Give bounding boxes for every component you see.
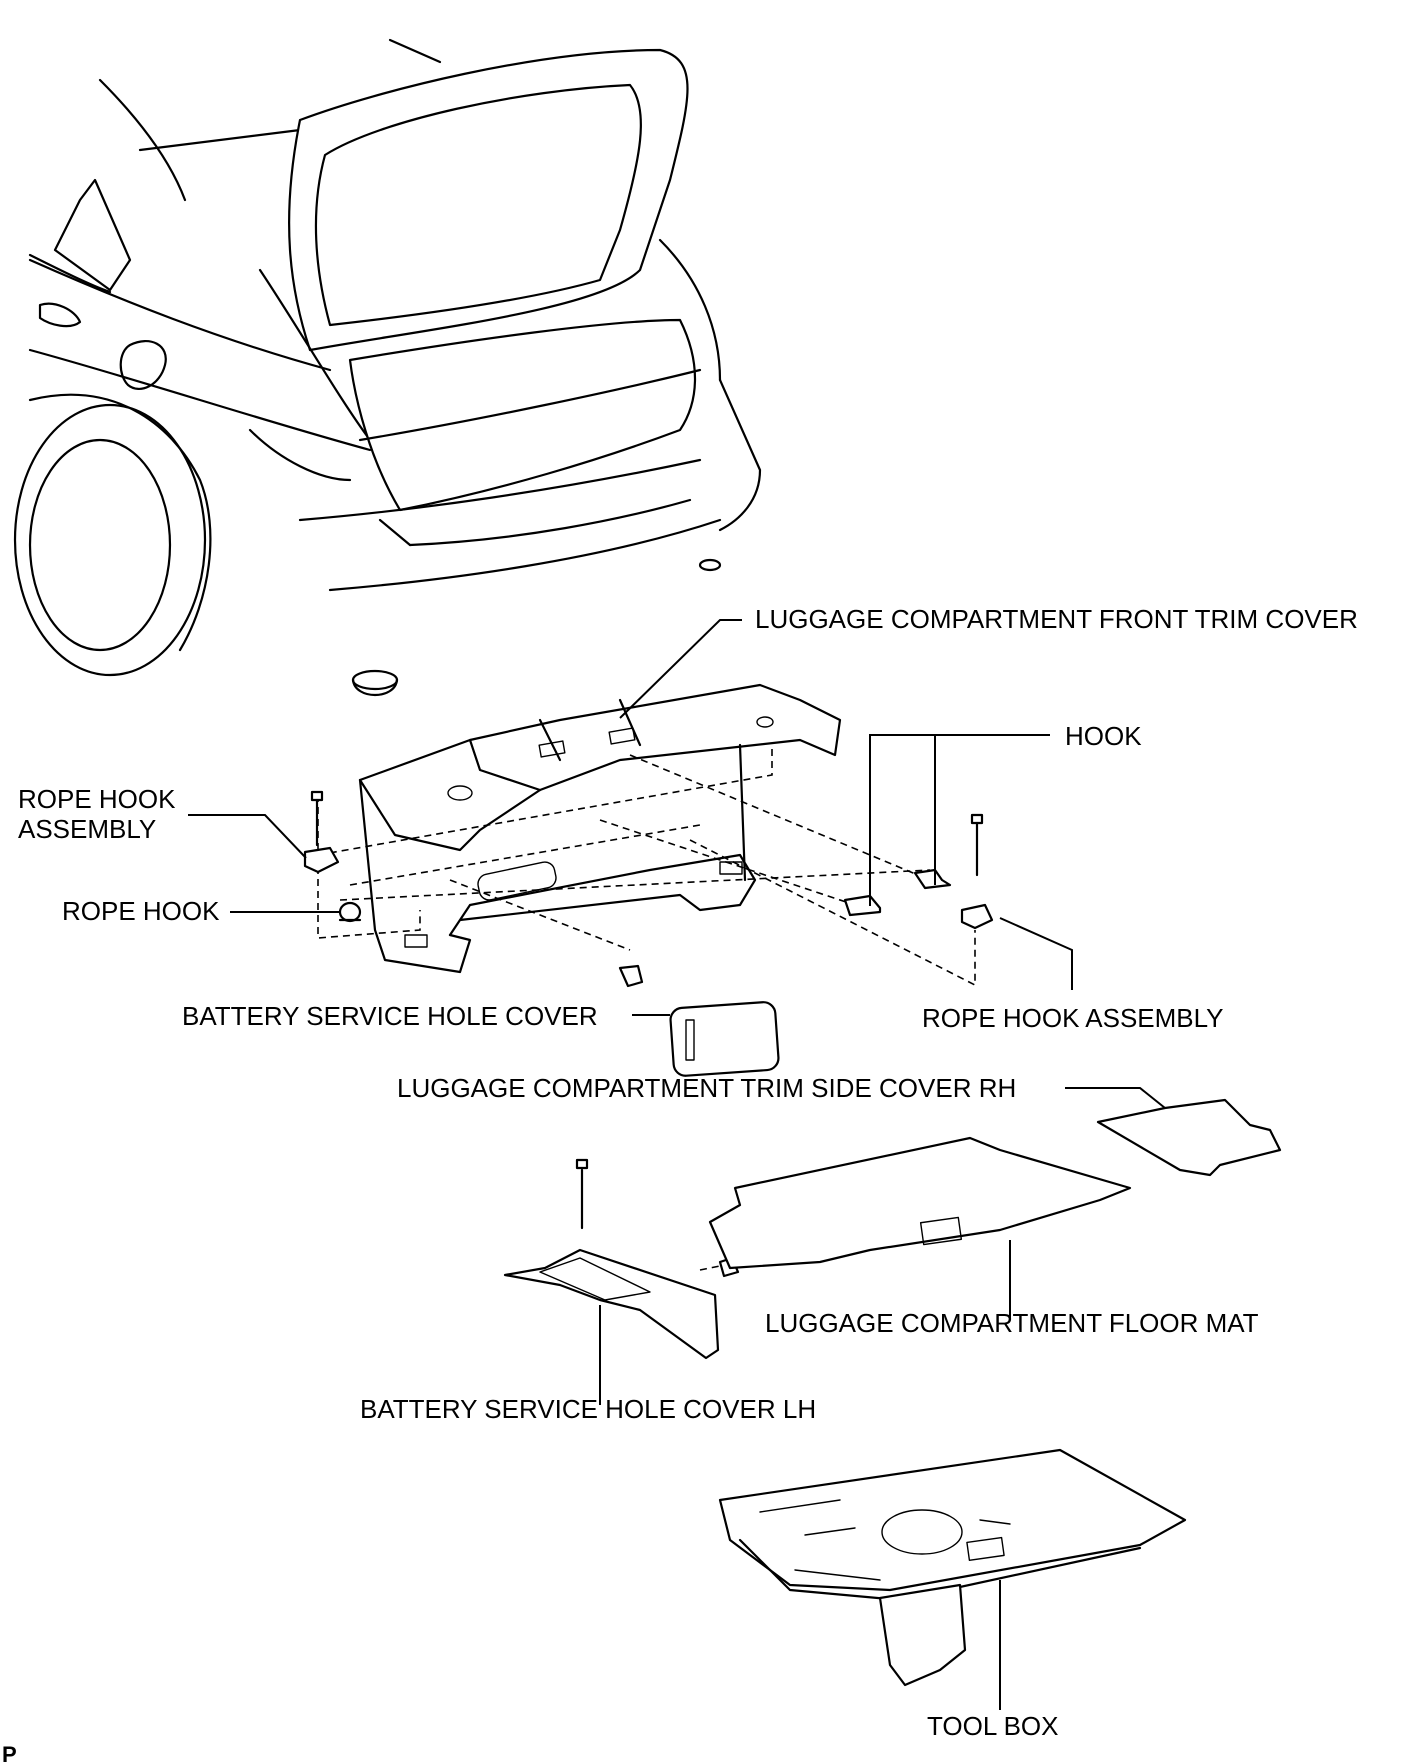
- label-floor-mat: LUGGAGE COMPARTMENT FLOOR MAT: [765, 1308, 1259, 1338]
- vehicle-rear-illustration: [13, 38, 762, 696]
- label-front-trim-cover: LUGGAGE COMPARTMENT FRONT TRIM COVER: [755, 604, 1358, 634]
- label-rope-hook-assembly-right: ROPE HOOK ASSEMBLY: [922, 1003, 1224, 1033]
- leader-lines: [188, 619, 1166, 1710]
- installation-dashed-lines: [317, 745, 976, 987]
- front-trim-cover-part: [358, 683, 842, 974]
- figure-code: P: [2, 1742, 17, 1763]
- label-rope-hook: ROPE HOOK: [62, 896, 220, 926]
- label-hook: HOOK: [1065, 721, 1142, 751]
- label-battery-service-hole-cover: BATTERY SERVICE HOLE COVER: [182, 1001, 598, 1031]
- battery-service-hole-cover-lh-part: [503, 1248, 720, 1360]
- label-tool-box: TOOL BOX: [927, 1711, 1059, 1741]
- labels: LUGGAGE COMPARTMENT FRONT TRIM COVER HOO…: [2, 604, 1358, 1763]
- fastener-parts: [303, 790, 994, 1278]
- tool-box-part: [718, 1448, 1187, 1687]
- floor-mat-part: [708, 1136, 1132, 1270]
- label-rope-hook-assembly-left-line2: ASSEMBLY: [18, 814, 156, 844]
- label-trim-side-cover-rh: LUGGAGE COMPARTMENT TRIM SIDE COVER RH: [397, 1073, 1016, 1103]
- label-rope-hook-assembly-left-line1: ROPE HOOK: [18, 784, 176, 814]
- trim-side-cover-rh-part: [1096, 1098, 1282, 1177]
- battery-service-hole-cover-part: [669, 1001, 780, 1077]
- label-battery-service-hole-cover-lh: BATTERY SERVICE HOLE COVER LH: [360, 1394, 816, 1424]
